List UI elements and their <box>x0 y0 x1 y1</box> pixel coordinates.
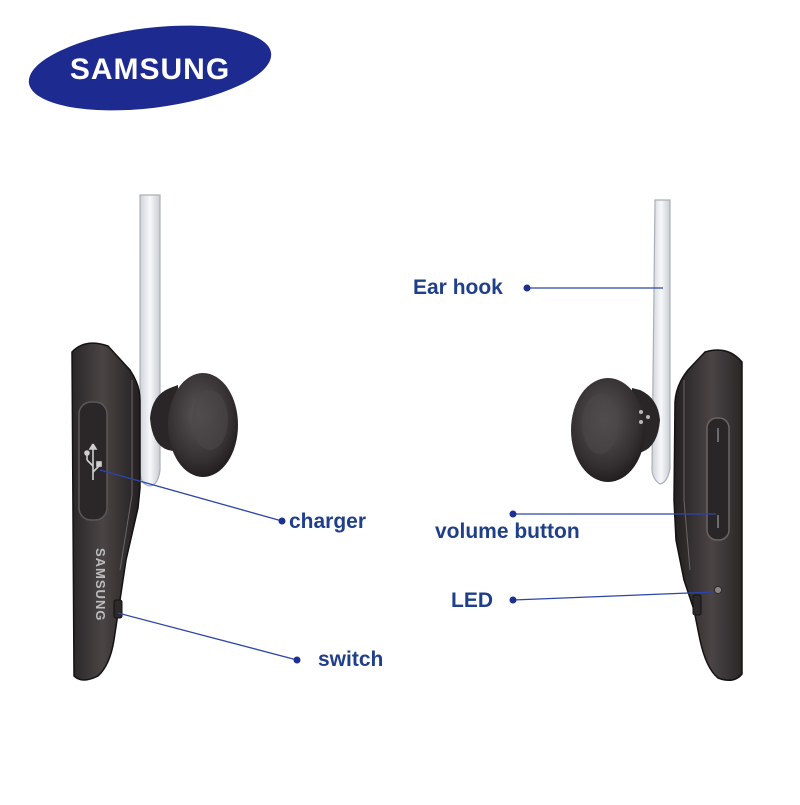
headset-right-view <box>571 199 743 681</box>
led-indicator <box>714 586 722 594</box>
switch-label: switch <box>318 648 384 671</box>
power-switch <box>113 599 123 619</box>
samsung-logo: SAMSUNG <box>28 25 272 111</box>
earbud-left <box>150 373 238 477</box>
earbud-right <box>571 378 660 482</box>
switch-dot <box>293 656 301 664</box>
charger-label: charger <box>289 510 367 533</box>
led-dot <box>509 596 517 604</box>
callout-lines <box>99 284 716 664</box>
ear-hook-right <box>651 199 671 485</box>
usb-icon <box>84 443 102 480</box>
body-imprint-left: SAMSUNG <box>93 548 108 621</box>
ear-hook-left <box>139 194 161 487</box>
samsung-logo-text: SAMSUNG <box>70 53 230 86</box>
led-label: LED <box>451 589 493 612</box>
charger-dot <box>278 517 286 525</box>
ear-hook-label: Ear hook <box>413 276 503 299</box>
volume-rocker <box>706 417 730 541</box>
charger-port-cover <box>78 401 108 521</box>
headset-left-view: SAMSUNG <box>71 194 238 681</box>
led-leader <box>512 591 715 601</box>
switch-leader <box>117 612 298 661</box>
volume-dot <box>509 510 517 518</box>
charger-leader <box>99 469 283 522</box>
volume-button-label: volume button <box>435 520 580 543</box>
ear-hook-dot <box>523 284 531 292</box>
